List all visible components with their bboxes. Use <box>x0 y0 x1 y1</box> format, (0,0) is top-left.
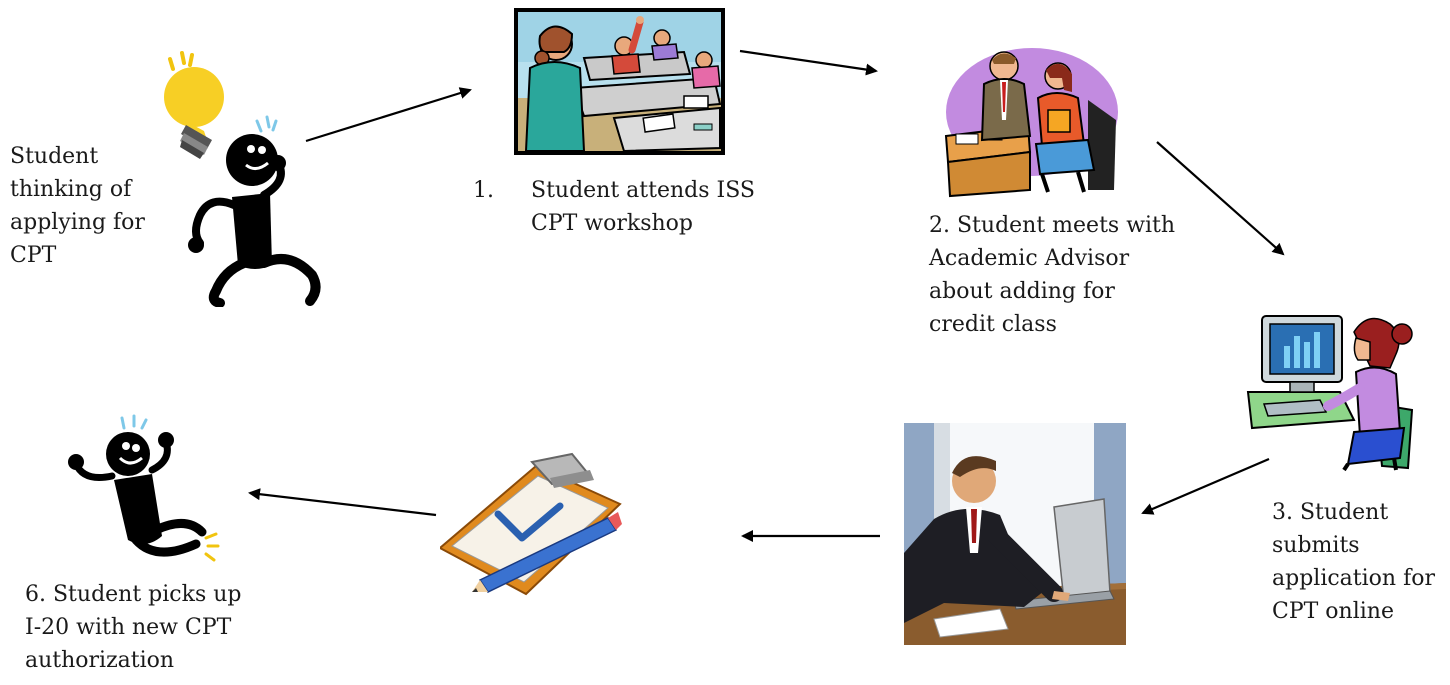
step1-number: 1. <box>473 178 494 203</box>
step1-label: 1. Student attends ISS CPT workshop <box>473 174 773 244</box>
step3-label-line: submits <box>1272 533 1360 558</box>
step3-label-line: 3. Student <box>1272 500 1389 525</box>
step3-label: 3. Student submits application for CPT o… <box>1272 496 1435 628</box>
step2-label: 2. Student meets with Academic Advisor a… <box>929 209 1175 341</box>
arrow-step2-to-step3 <box>1156 141 1285 256</box>
woman-at-computer-icon <box>1244 308 1414 474</box>
start-label-line: CPT <box>10 243 57 268</box>
step2-label-line: 2. Student meets with <box>929 213 1176 238</box>
step6-label-line: authorization <box>25 648 175 673</box>
start-label: Student thinking of applying for CPT <box>10 140 145 272</box>
arrow-start-to-step1 <box>305 87 472 143</box>
thinking-stick-figure-with-lightbulb-icon <box>160 45 325 307</box>
businessman-at-laptop-icon <box>904 423 1126 645</box>
arrow-step5-to-step6 <box>248 488 437 517</box>
classroom-workshop-icon <box>514 8 725 155</box>
step1-label-line: Student attends ISS <box>531 178 755 203</box>
arrow-step1-to-step2 <box>739 49 878 76</box>
step2-label-line: Academic Advisor <box>929 246 1130 271</box>
step2-label-line: credit class <box>929 312 1057 337</box>
advisor-meeting-icon <box>938 40 1120 198</box>
step1-label-line: CPT workshop <box>531 211 694 236</box>
start-label-line: applying for <box>10 210 145 235</box>
step6-label: 6. Student picks up I-20 with new CPT au… <box>25 578 241 677</box>
step6-label-line: I-20 with new CPT <box>25 615 232 640</box>
happy-stick-figure-icon <box>66 412 224 574</box>
step1-text: Student attends ISS CPT workshop <box>531 174 755 240</box>
step6-label-line: 6. Student picks up <box>25 582 242 607</box>
start-label-line: Student <box>10 144 99 169</box>
step2-label-line: about adding for <box>929 279 1115 304</box>
step3-label-line: CPT online <box>1272 599 1394 624</box>
step3-label-line: application for <box>1272 566 1435 591</box>
clipboard-checkmark-pencil-icon <box>440 448 622 596</box>
start-label-line: thinking of <box>10 177 132 202</box>
